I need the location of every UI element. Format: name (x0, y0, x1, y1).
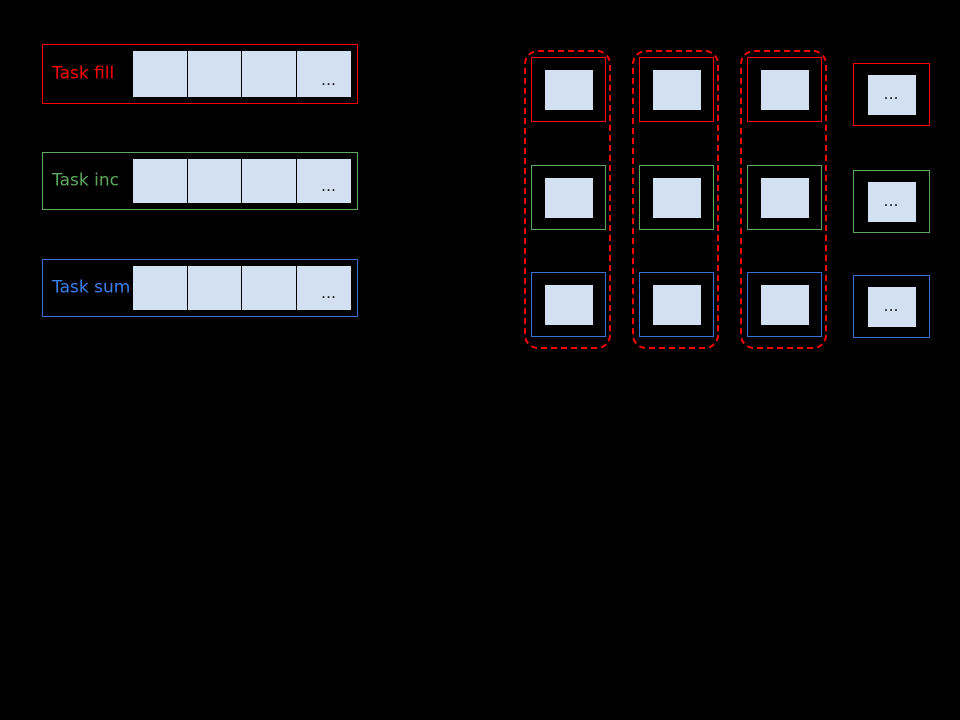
ellipsis-label: … (321, 177, 338, 195)
node-sum-box (544, 284, 593, 325)
column-group-2[interactable] (632, 50, 719, 349)
task-cell-ellipsis[interactable]: … (296, 266, 352, 310)
task-row-sum-label: Task sum (52, 277, 131, 298)
ellipsis-label: … (321, 284, 338, 302)
task-cell[interactable] (242, 51, 297, 97)
grid-node-c2-sum[interactable] (639, 272, 714, 337)
grid-node-c4-sum[interactable]: … (853, 275, 930, 338)
task-cell[interactable] (133, 159, 188, 203)
task-cell[interactable] (133, 51, 188, 97)
node-sum-box-ellipsis: … (867, 286, 916, 327)
node-sum-box (760, 284, 809, 325)
task-cell[interactable] (187, 159, 243, 203)
grid-node-c4-inc[interactable]: … (853, 170, 930, 233)
node-fill-box-ellipsis: … (867, 74, 916, 115)
task-row-fill[interactable]: Task fill … (42, 44, 358, 104)
column-group-3[interactable] (740, 50, 827, 349)
task-cell-ellipsis[interactable]: … (296, 159, 352, 203)
node-fill-box (544, 69, 593, 110)
task-cell-ellipsis[interactable]: … (296, 51, 352, 97)
task-cell[interactable] (133, 266, 188, 310)
grid-node-c3-sum[interactable] (747, 272, 822, 337)
grid-node-c2-fill[interactable] (639, 57, 714, 122)
node-inc-box (652, 177, 701, 218)
ellipsis-label: … (321, 71, 338, 89)
column-group-1[interactable] (524, 50, 611, 349)
grid-node-c1-sum[interactable] (531, 272, 606, 337)
task-cell[interactable] (187, 266, 243, 310)
task-row-sum-cells: … (133, 266, 352, 310)
grid-node-c4-fill[interactable]: … (853, 63, 930, 126)
grid-node-c1-inc[interactable] (531, 165, 606, 230)
task-row-fill-label: Task fill (52, 63, 115, 84)
task-row-sum[interactable]: Task sum … (42, 259, 358, 317)
grid-node-c3-inc[interactable] (747, 165, 822, 230)
task-cell[interactable] (187, 51, 243, 97)
node-fill-box (760, 69, 809, 110)
node-inc-box (760, 177, 809, 218)
task-cell[interactable] (242, 159, 297, 203)
grid-node-c1-fill[interactable] (531, 57, 606, 122)
grid-node-c2-inc[interactable] (639, 165, 714, 230)
node-inc-box-ellipsis: … (867, 181, 916, 222)
task-row-fill-cells: … (133, 51, 352, 97)
node-fill-box (652, 69, 701, 110)
grid-node-c3-fill[interactable] (747, 57, 822, 122)
task-row-inc[interactable]: Task inc … (42, 152, 358, 210)
task-row-inc-cells: … (133, 159, 352, 203)
task-row-inc-label: Task inc (52, 170, 119, 191)
task-cell[interactable] (242, 266, 297, 310)
node-sum-box (652, 284, 701, 325)
node-inc-box (544, 177, 593, 218)
